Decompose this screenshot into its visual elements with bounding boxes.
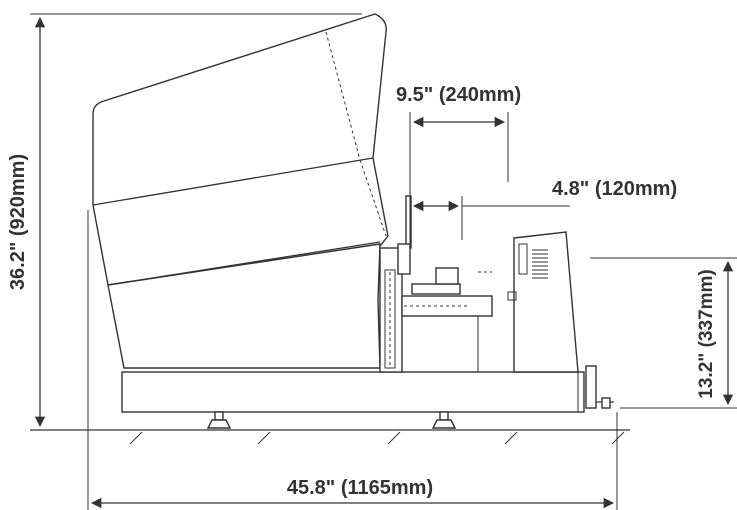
- vent-grille: [532, 249, 548, 279]
- dim-reach-top-label: 9.5" (240mm): [396, 84, 521, 106]
- leveling-foot-right: [431, 411, 457, 429]
- dim-total-width-label: 45.8" (1165mm): [287, 477, 433, 499]
- floor: [30, 429, 630, 445]
- dim-base-height-label: 13.2" (337mm): [696, 269, 717, 398]
- vertical-column: [379, 195, 412, 373]
- dim-reach-top: 9.5" (240mm): [396, 84, 521, 246]
- dim-reach-mid-label: 4.8" (120mm): [552, 178, 677, 200]
- machine-base: [121, 371, 585, 413]
- dim-total-height: 36.2" (920mm): [7, 13, 362, 428]
- work-table: [401, 267, 493, 372]
- leveling-foot-left: [206, 411, 232, 429]
- dim-total-height-label: 36.2" (920mm): [7, 154, 29, 290]
- dim-base-height: 13.2" (337mm): [590, 257, 737, 409]
- machine-hood: [92, 13, 389, 369]
- dim-total-width: 45.8" (1165mm): [87, 210, 618, 510]
- control-tower: [507, 231, 579, 373]
- dim-reach-mid: 4.8" (120mm): [412, 178, 677, 240]
- hand-crank: [585, 365, 614, 409]
